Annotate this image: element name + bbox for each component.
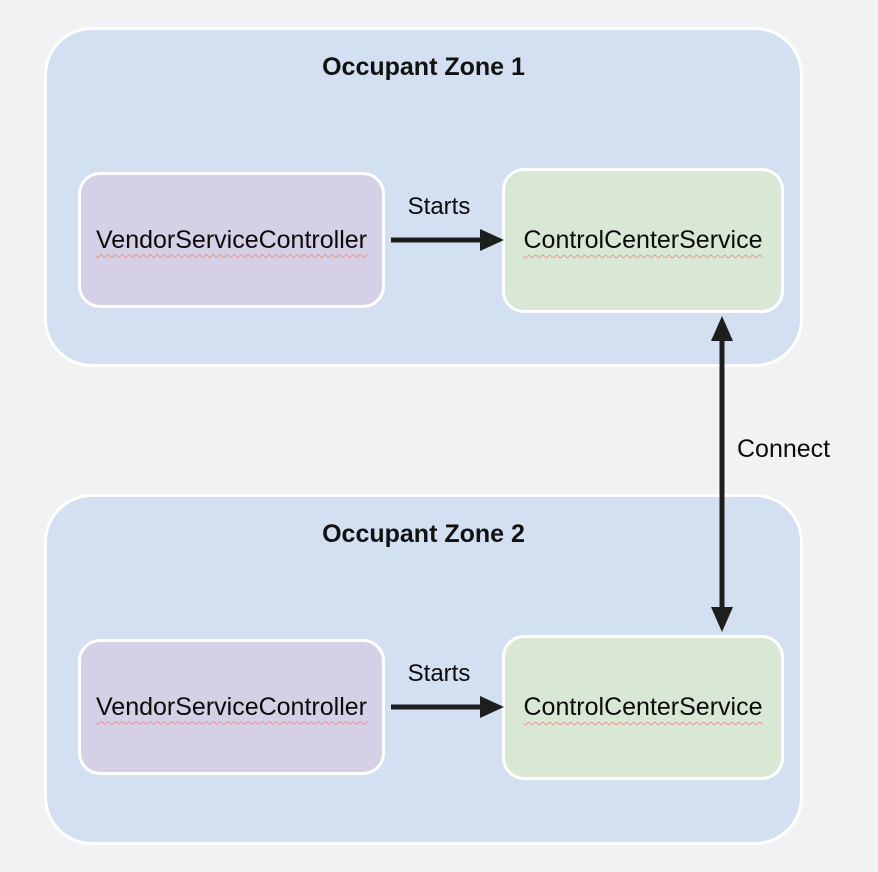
- zone-1-title: Occupant Zone 1: [322, 53, 525, 81]
- zone-2-control-center-service-label: ControlCenterService: [523, 693, 763, 721]
- occupant-zone-2: Occupant Zone 2 VendorServiceController …: [47, 497, 800, 842]
- connect-arrow-label: Connect: [737, 435, 831, 463]
- zone-1-control-center-service-box: ControlCenterService: [502, 168, 784, 313]
- occupant-zone-1: Occupant Zone 1 VendorServiceController …: [47, 30, 800, 364]
- zone-1-starts-arrow-label: Starts: [407, 193, 471, 220]
- zone-1-vendor-service-controller-box: VendorServiceController: [78, 172, 385, 308]
- zone-1-vendor-service-controller-label: VendorServiceController: [96, 225, 367, 254]
- zone-2-control-center-service-box: ControlCenterService: [502, 635, 784, 780]
- zone-2-vendor-service-controller-label: VendorServiceController: [96, 692, 367, 721]
- zone-2-vendor-service-controller-box: VendorServiceController: [78, 639, 385, 775]
- zone-2-title: Occupant Zone 2: [322, 520, 525, 548]
- zone-1-control-center-service-label: ControlCenterService: [523, 226, 763, 254]
- zone-2-starts-arrow-label: Starts: [407, 660, 471, 687]
